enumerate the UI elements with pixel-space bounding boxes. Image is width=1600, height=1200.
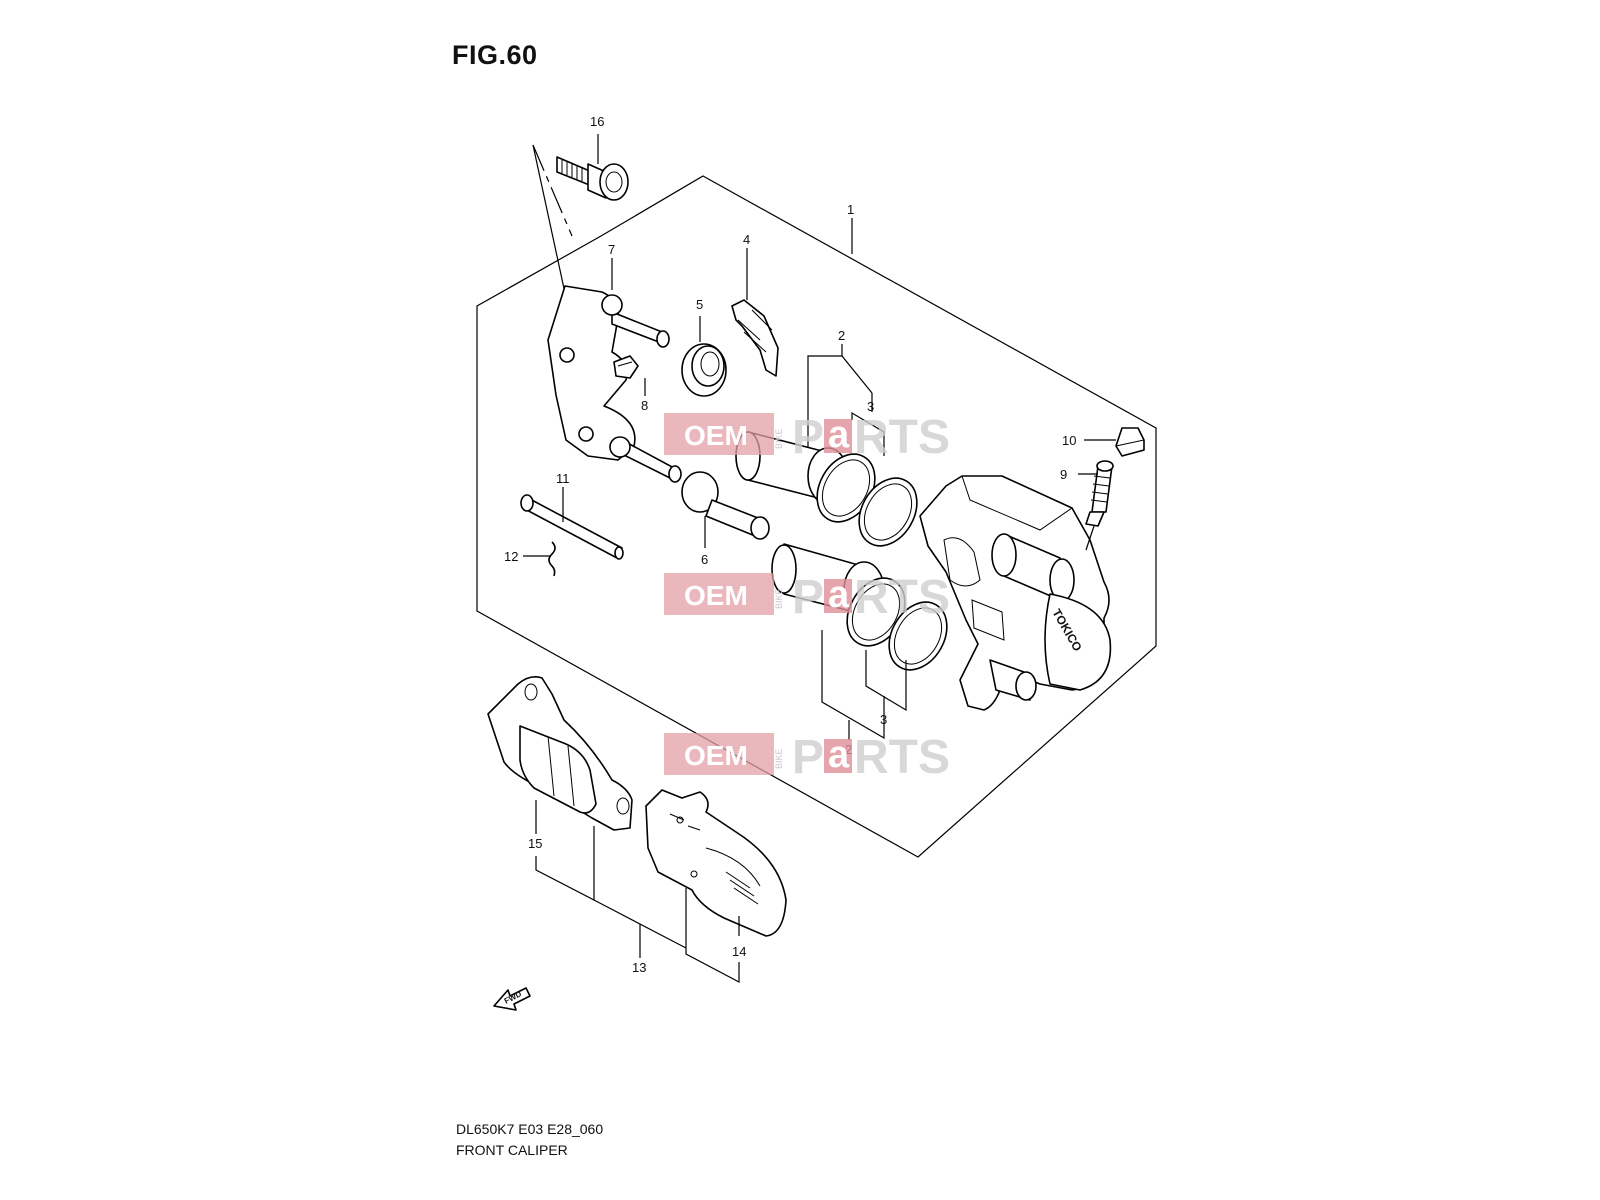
leader-9-b — [1085, 525, 1095, 551]
watermark-row-3: OEM BIKE P a RTS — [664, 731, 950, 784]
slide-pin-part — [681, 471, 770, 540]
forward-arrow-icon: FWD — [493, 987, 531, 1011]
callout-5: 5 — [696, 297, 703, 312]
seal-upper-a-inner — [821, 459, 871, 517]
callout-6: 6 — [701, 552, 708, 567]
mounting-bolt-part — [556, 156, 629, 201]
pad-spring-part — [731, 299, 779, 377]
bleeder-cap-part — [1115, 427, 1145, 457]
leader-3-lower — [865, 650, 907, 712]
diagram-code: DL650K7 E03 E28_060 — [456, 1121, 604, 1137]
boot-part — [681, 343, 727, 397]
callout-11: 11 — [556, 471, 570, 486]
watermark-oem: OEM — [684, 580, 748, 611]
callout-12: 12 — [504, 549, 518, 564]
watermark-a: a — [828, 414, 850, 456]
bleeder-valve-part — [1085, 460, 1114, 527]
leader-15-b — [535, 826, 595, 901]
callout-3b: 3 — [880, 712, 887, 727]
caliper-bracket-part — [547, 285, 682, 483]
callout-14: 14 — [732, 944, 746, 959]
seal-upper-b-part — [858, 477, 918, 547]
watermark-bike: BIKE — [774, 588, 784, 609]
watermark-p: P — [792, 571, 824, 624]
seal-lower-b-inner — [893, 607, 943, 665]
watermark-row-2: OEM BIKE P a RTS — [664, 571, 950, 624]
seal-upper-b-inner — [863, 483, 913, 541]
seal-lower-a-inner — [851, 583, 901, 641]
seal-lower-b-part — [888, 601, 948, 671]
watermark-a: a — [828, 574, 850, 616]
pin-clip-part — [548, 541, 556, 577]
leader-3-upper — [851, 411, 885, 456]
diagram-caption: FRONT CALIPER — [456, 1142, 568, 1158]
callout-4: 4 — [743, 232, 750, 247]
bracket-clip-part — [613, 355, 639, 379]
leader-14-b — [685, 888, 740, 983]
watermark-oem: OEM — [684, 420, 748, 451]
watermark-rts: RTS — [854, 571, 950, 624]
leader-2-upper — [807, 355, 873, 448]
brake-pad-inner-part — [645, 789, 787, 937]
figure-title: FIG.60 — [452, 40, 538, 70]
watermark-p: P — [792, 731, 824, 784]
leader-2-lower — [821, 630, 885, 740]
callout-3a: 3 — [867, 399, 874, 414]
watermark-row-1: OEM BIKE P a RTS — [664, 411, 950, 464]
callout-10: 10 — [1062, 433, 1076, 448]
watermark-bike: BIKE — [774, 428, 784, 449]
callout-2a: 2 — [838, 328, 845, 343]
watermark-rts: RTS — [854, 731, 950, 784]
callout-15: 15 — [528, 836, 542, 851]
watermark-a: a — [828, 734, 850, 776]
watermark-oem: OEM — [684, 740, 748, 771]
watermark-p: P — [792, 411, 824, 464]
callout-1: 1 — [847, 202, 854, 217]
callout-8: 8 — [641, 398, 648, 413]
pad-pin-part — [520, 494, 624, 560]
callout-9: 9 — [1060, 467, 1067, 482]
callout-16: 16 — [590, 114, 604, 129]
brake-pad-outer-part — [487, 676, 633, 831]
callout-7: 7 — [608, 242, 615, 257]
leader-16-a — [532, 144, 573, 237]
caliper-body-part: TOKICO — [919, 475, 1112, 711]
callout-13: 13 — [632, 960, 646, 975]
watermark-rts: RTS — [854, 411, 950, 464]
watermark-bike: BIKE — [774, 748, 784, 769]
